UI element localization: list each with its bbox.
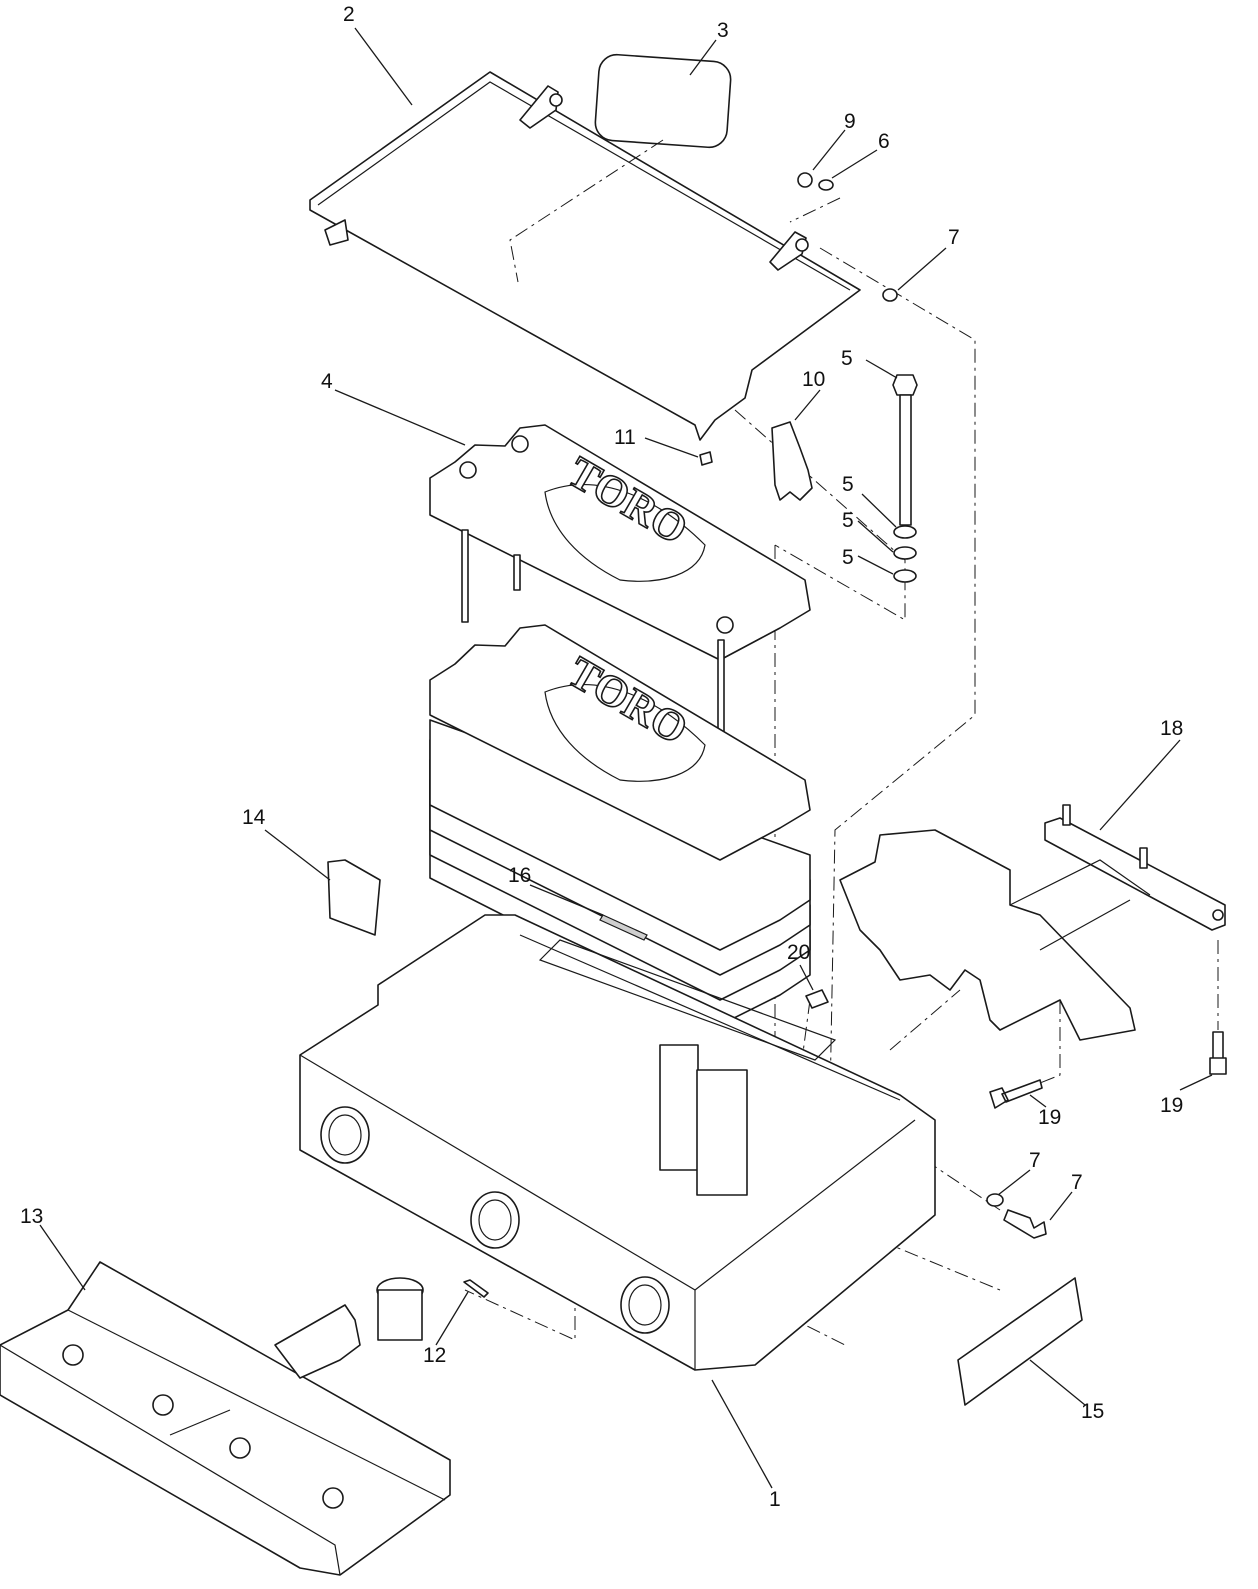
scraper-assembly [0,1261,451,1576]
callout-20: 20 [787,941,810,964]
callout-7a: 6 [878,130,890,153]
washer-5c [893,569,917,583]
callout-3: 3 [717,19,729,42]
pin-part-12 [463,1279,489,1298]
top-weight-plate: TORO [429,424,811,771]
callout-7b: 7 [948,226,960,249]
washer-7b [882,288,898,302]
callout-2: 2 [343,3,355,26]
main-frame [299,914,936,1371]
bolt-19a [989,1079,1043,1109]
callout-5a: 5 [842,473,854,496]
nut-part-9 [797,172,813,188]
callout-5b: 5 [842,509,854,532]
callout-5c: 5 [842,546,854,569]
callout-8: 7 [1071,1171,1083,1194]
cover-plate [309,71,861,441]
washer-7a [818,179,834,191]
clip-part-14 [327,859,381,936]
callout-13: 13 [20,1205,43,1228]
washer-5b [893,546,917,560]
long-bolt-part-6 [892,374,918,526]
washer-5a [893,525,917,539]
decal-part-3 [594,53,732,149]
callout-4: 4 [321,370,333,393]
callout-11: 11 [614,426,636,449]
callout-19a: 19 [1038,1106,1061,1129]
pin-part-11 [699,451,713,466]
hitch-assembly [839,804,1226,1041]
callout-15: 15 [1081,1400,1104,1423]
washer-7c [986,1193,1004,1207]
callout-6: 5 [841,347,853,370]
callout-19b: 19 [1160,1094,1183,1117]
callout-labels: 2 3 9 6 7 5 10 4 11 5 5 5 18 14 16 20 19… [20,3,1183,1511]
leader-lines [39,27,1213,1489]
part-20-clip [805,989,829,1009]
decal-part-15 [957,1277,1083,1406]
latch-part-10 [771,421,813,501]
callout-9: 9 [844,110,856,133]
callout-14: 14 [242,806,266,829]
bolt-19b [1209,1031,1227,1075]
bolt-8 [1003,1209,1047,1239]
callout-7c: 7 [1029,1149,1041,1172]
callout-12: 12 [423,1344,446,1367]
callout-18: 18 [1160,717,1183,740]
part-16-strip [599,914,648,941]
callout-16: 16 [508,864,531,887]
callout-1: 1 [769,1488,781,1511]
callout-10: 10 [802,368,825,391]
